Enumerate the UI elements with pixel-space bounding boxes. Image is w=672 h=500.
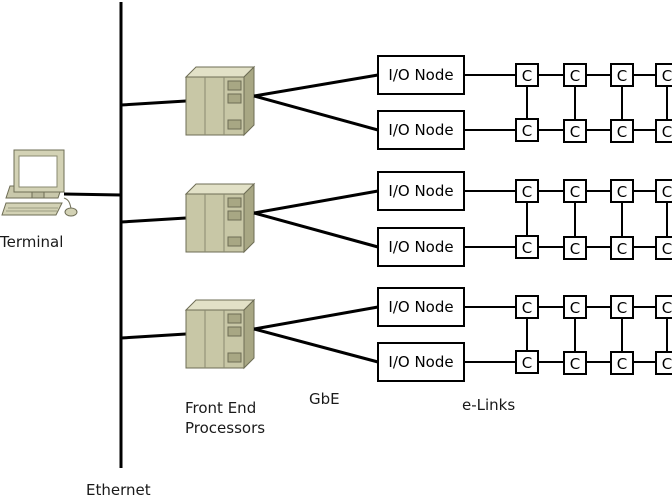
ethernet-link (120, 216, 187, 224)
compute-chip: C (610, 295, 634, 319)
chip-label: C (662, 240, 672, 258)
chip-label: C (662, 67, 672, 85)
front-end-processors-label-line1: Front End (185, 399, 257, 417)
front-end-processor-icon (184, 65, 256, 137)
terminal-label: Terminal (0, 233, 64, 251)
compute-chip: C (515, 63, 539, 87)
compute-chip: C (515, 118, 539, 142)
chip-label: C (617, 123, 627, 141)
compute-chip: C (563, 179, 587, 203)
chip-label: C (662, 183, 672, 201)
front-end-processor-icon (184, 298, 256, 370)
io-node: I/O Node (377, 287, 465, 327)
chip-label: C (617, 299, 627, 317)
compute-chip: C (610, 63, 634, 87)
chip-label: C (570, 183, 580, 201)
compute-chip: C (563, 63, 587, 87)
chip-label: C (617, 355, 627, 373)
io-node-label: I/O Node (388, 298, 453, 316)
io-node-label: I/O Node (388, 182, 453, 200)
ethernet-link (120, 99, 187, 107)
gbe-link (253, 189, 379, 215)
chip-label: C (522, 239, 532, 257)
gbe-link (253, 94, 379, 132)
io-node-label: I/O Node (388, 238, 453, 256)
compute-chip: C (515, 295, 539, 319)
terminal-icon (1, 149, 78, 217)
io-node-label: I/O Node (388, 353, 453, 371)
chip-label: C (570, 355, 580, 373)
chip-label: C (617, 183, 627, 201)
chip-label: C (617, 240, 627, 258)
compute-chip: C (655, 63, 672, 87)
gbe-label: GbE (309, 390, 340, 408)
compute-chip: C (563, 119, 587, 143)
ethernet-label: Ethernet (86, 481, 151, 499)
io-node: I/O Node (377, 55, 465, 95)
terminal-link (63, 192, 122, 197)
chip-label: C (570, 240, 580, 258)
front-end-processor-icon (184, 182, 256, 254)
chip-label: C (522, 67, 532, 85)
compute-chip: C (610, 179, 634, 203)
io-node-label: I/O Node (388, 66, 453, 84)
gbe-link (253, 305, 379, 331)
chip-label: C (522, 354, 532, 372)
io-node: I/O Node (377, 110, 465, 150)
compute-chip: C (610, 351, 634, 375)
compute-chip: C (610, 119, 634, 143)
chip-label: C (570, 299, 580, 317)
chip-label: C (522, 122, 532, 140)
chip-label: C (570, 67, 580, 85)
compute-chip: C (655, 295, 672, 319)
compute-chip: C (563, 236, 587, 260)
chip-label: C (662, 123, 672, 141)
ethernet-link (120, 332, 187, 340)
io-node: I/O Node (377, 171, 465, 211)
compute-chip: C (515, 350, 539, 374)
compute-chip: C (515, 179, 539, 203)
compute-chip: C (563, 295, 587, 319)
chip-label: C (570, 123, 580, 141)
chip-label: C (522, 299, 532, 317)
chip-label: C (617, 67, 627, 85)
compute-chip: C (655, 236, 672, 260)
compute-chip: C (655, 119, 672, 143)
gbe-link (253, 327, 379, 364)
front-end-processors-label-line2: Processors (185, 419, 266, 437)
chip-label: C (522, 183, 532, 201)
compute-chip: C (563, 351, 587, 375)
compute-chip: C (655, 179, 672, 203)
io-node-label: I/O Node (388, 121, 453, 139)
gbe-link (253, 73, 379, 98)
compute-chip: C (515, 235, 539, 259)
chip-label: C (662, 355, 672, 373)
io-node: I/O Node (377, 342, 465, 382)
compute-chip: C (610, 236, 634, 260)
chip-label: C (662, 299, 672, 317)
io-node: I/O Node (377, 227, 465, 267)
compute-chip: C (655, 351, 672, 375)
elinks-label: e-Links (462, 396, 516, 414)
gbe-link (253, 211, 379, 249)
